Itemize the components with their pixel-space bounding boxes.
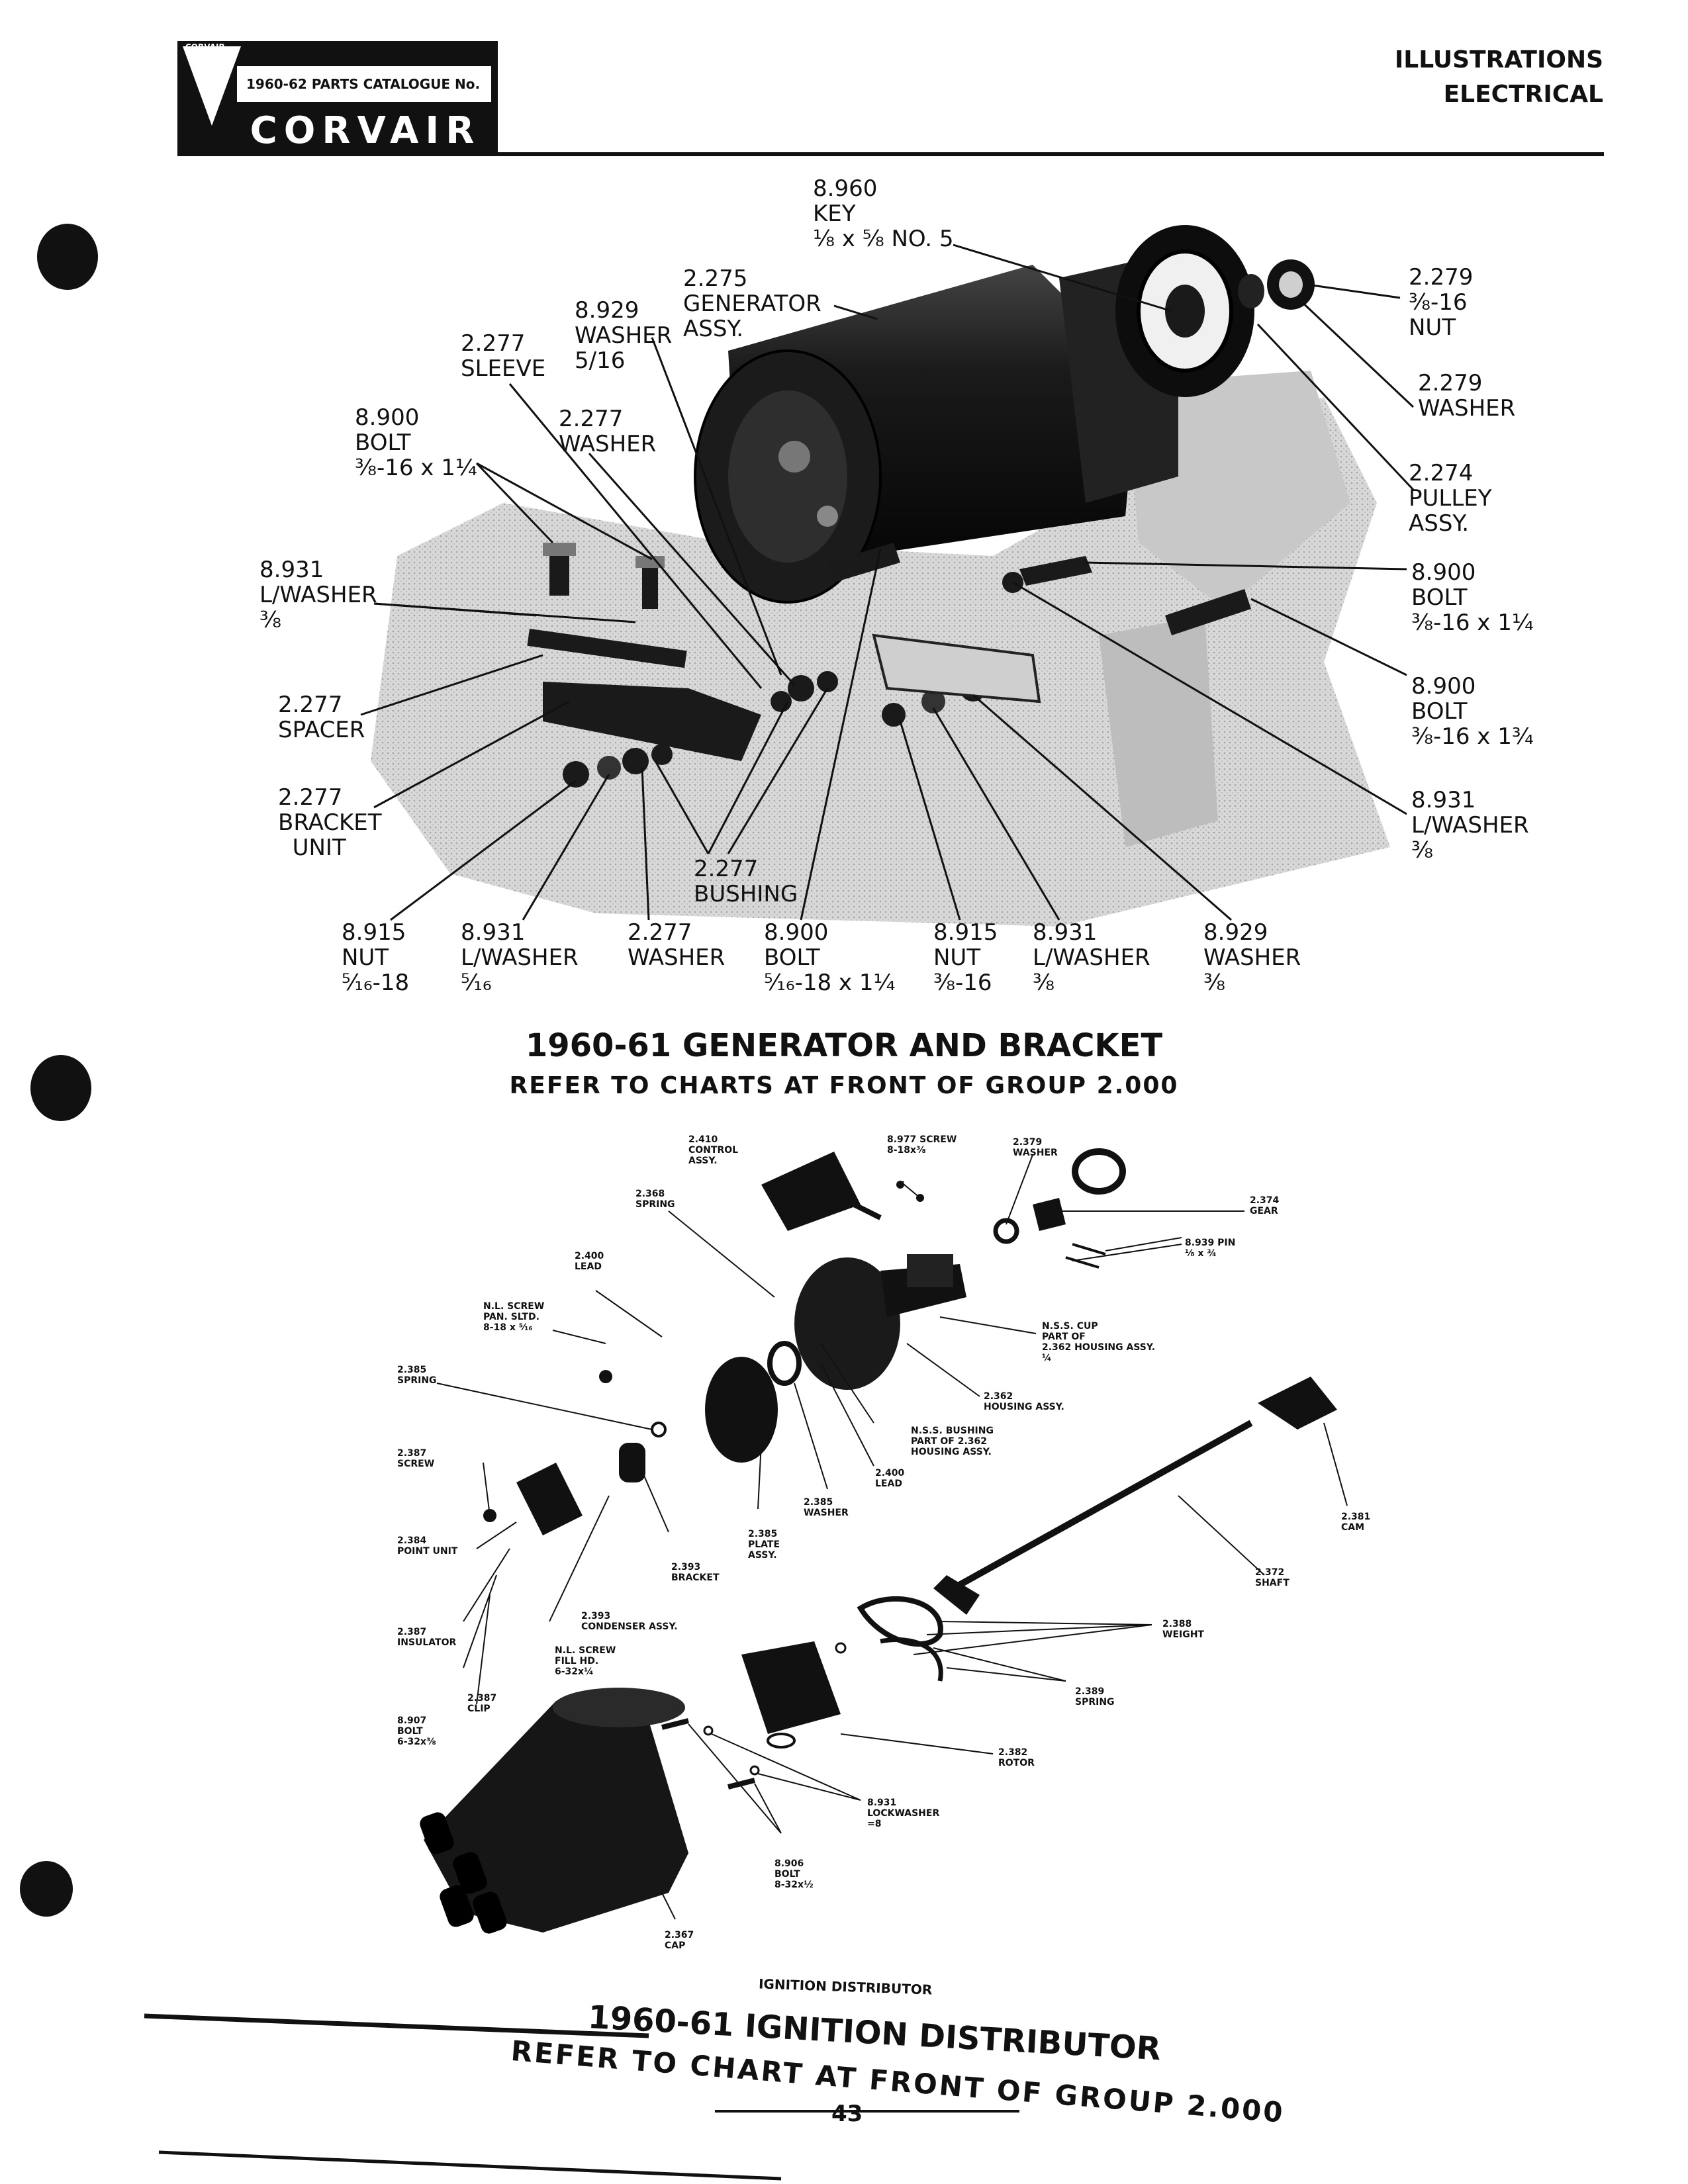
subsection-title: ELECTRICAL	[1443, 81, 1603, 108]
callout-bracket-unit: 2.277 BRACKET UNIT	[278, 784, 382, 861]
callout-spacer: 2.277 SPACER	[278, 692, 365, 743]
callout-screw-387: 2.387 SCREW	[397, 1448, 435, 1469]
generator-leader-lines	[360, 244, 1415, 921]
callout-nut-38: 8.915 NUT ⅜-16	[933, 919, 998, 996]
callout-bolt-top-left: 8.900 BOLT ⅜-16 x 1¼	[355, 404, 477, 481]
callout-nut-top-right: 2.279 ⅜-16 NUT	[1409, 264, 1474, 341]
page-number: 43	[831, 2101, 863, 2127]
callout-nl-screw-pan: N.L. SCREW PAN. SLTD. 8-18 x ⁵⁄₁₆	[483, 1301, 545, 1333]
callout-lockwasher: 8.931 LOCKWASHER =8	[867, 1797, 940, 1829]
callout-sleeve: 2.277 SLEEVE	[461, 330, 546, 382]
distributor-cap-drawing	[420, 1688, 688, 1934]
distributor-parts-drawing	[483, 1148, 1337, 1790]
binder-hole-top	[37, 224, 98, 290]
callout-lwasher-right: 8.931 L/WASHER ⅜	[1411, 787, 1529, 864]
callout-cap: 2.367 CAP	[665, 1930, 694, 1951]
callout-bolt-right-1: 8.900 BOLT ⅜-16 x 1¼	[1411, 559, 1534, 636]
callout-control-assy: 2.410 CONTROL ASSY.	[688, 1134, 739, 1166]
catalogue-number: 1960-62 PARTS CATALOGUE No. 621A	[237, 66, 491, 128]
callout-nss-cup: N.S.S. CUP PART OF 2.362 HOUSING ASSY. ¼	[1042, 1321, 1156, 1363]
callout-generator-assy: 2.275 GENERATOR ASSY.	[683, 265, 821, 342]
callout-rotor: 2.382 ROTOR	[998, 1747, 1035, 1768]
logo-emblem-icon	[183, 46, 241, 126]
callout-lead-400-top: 2.400 LEAD	[575, 1251, 604, 1272]
callout-washer-38: 8.929 WASHER ⅜	[1203, 919, 1301, 996]
bracket-and-hardware	[527, 543, 1251, 788]
callout-bolt-bottom: 8.900 BOLT ⁵⁄₁₆-18 x 1¼	[764, 919, 896, 996]
callout-clip: 2.387 CLIP	[467, 1693, 497, 1714]
callout-pulley-assy: 2.274 PULLEY ASSY.	[1409, 460, 1492, 537]
callout-bracket-393: 2.393 BRACKET	[671, 1562, 720, 1583]
callout-cam: 2.381 CAM	[1341, 1512, 1371, 1533]
callout-spring-389: 2.389 SPRING	[1075, 1686, 1115, 1707]
distributor-leader-lines	[436, 1154, 1348, 1920]
callout-weight: 2.388 WEIGHT	[1162, 1619, 1204, 1640]
callout-nut-516: 8.915 NUT ⁵⁄₁₆-18	[342, 919, 410, 996]
section-title: ILLUSTRATIONS	[1394, 46, 1603, 73]
callout-spring-385: 2.385 SPRING	[397, 1365, 437, 1386]
callout-washer-top-right: 2.279 WASHER	[1418, 370, 1516, 422]
callout-gear: 2.374 GEAR	[1250, 1195, 1280, 1216]
callout-washer-516: 8.929 WASHER 5/16	[575, 297, 673, 374]
callout-shaft: 2.372 SHAFT	[1255, 1567, 1289, 1588]
callout-plate-assy: 2.385 PLATE ASSY.	[748, 1529, 780, 1561]
corvair-logo: CORVAIR 1960-62 PARTS CATALOGUE No. 621A…	[177, 41, 498, 155]
logo-badge: CORVAIR	[185, 42, 225, 52]
callout-washer-top: 2.277 WASHER	[559, 406, 657, 457]
callout-lead-400-mid: 2.400 LEAD	[875, 1468, 905, 1489]
bottom-rule-lower	[158, 2150, 782, 2181]
callout-key: 8.960 KEY ⅛ x ⅝ NO. 5	[813, 175, 954, 252]
callout-washer-bottom: 2.277 WASHER	[628, 919, 726, 971]
callout-bolt-right-2: 8.900 BOLT ⅜-16 x 1¾	[1411, 673, 1534, 750]
callout-bolt-906: 8.906 BOLT 8-32x½	[774, 1858, 814, 1890]
callout-spring-368: 2.368 SPRING	[635, 1189, 675, 1210]
callout-pin: 8.939 PIN ⅛ x ¾	[1185, 1238, 1236, 1259]
header-rule	[177, 152, 1604, 156]
generator-title: 1960-61 GENERATOR AND BRACKET	[525, 1027, 1163, 1064]
callout-bushing: 2.277 BUSHING	[694, 856, 798, 907]
bottom-rule-left	[144, 2013, 649, 2038]
pulley-drawing	[1115, 225, 1315, 397]
binder-hole-bottom	[20, 1861, 73, 1917]
callout-lwasher-top-left: 8.931 L/WASHER ⅜	[259, 557, 377, 633]
callout-lwasher-38-bottom: 8.931 L/WASHER ⅜	[1033, 919, 1150, 996]
callout-nss-bushing: N.S.S. BUSHING PART OF 2.362 HOUSING ASS…	[911, 1426, 994, 1457]
callout-insulator: 2.387 INSULATOR	[397, 1627, 457, 1648]
callout-nl-screw-fill: N.L. SCREW FILL HD. 6-32x¼	[555, 1645, 616, 1677]
callout-washer-385: 2.385 WASHER	[804, 1497, 849, 1518]
callout-screw-977: 8.977 SCREW 8-18x⅜	[887, 1134, 957, 1156]
callout-point-unit: 2.384 POINT UNIT	[397, 1535, 458, 1557]
binder-hole-middle	[30, 1055, 91, 1121]
callout-bolt-907: 8.907 BOLT 6-32x⅜	[397, 1715, 436, 1747]
callout-lwasher-516: 8.931 L/WASHER ⁵⁄₁₆	[461, 919, 579, 996]
logo-word: CORVAIR	[250, 109, 481, 152]
generator-subtitle: REFER TO CHARTS AT FRONT OF GROUP 2.000	[509, 1072, 1179, 1099]
callout-housing-assy: 2.362 HOUSING ASSY.	[984, 1391, 1064, 1412]
callout-washer-379: 2.379 WASHER	[1013, 1137, 1058, 1158]
callout-condenser-assy: 2.393 CONDENSER ASSY.	[581, 1611, 678, 1632]
